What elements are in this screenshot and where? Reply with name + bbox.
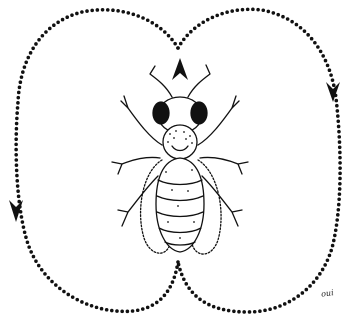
artist-signature: oui	[321, 288, 335, 299]
right-eye	[191, 102, 207, 124]
up-arrow-icon	[172, 58, 188, 80]
left-loop	[16, 10, 178, 312]
left-eye	[153, 102, 169, 124]
right-antenna	[188, 65, 210, 97]
right-loop	[178, 9, 340, 312]
bee-illustration	[112, 65, 248, 254]
left-antenna	[150, 66, 172, 97]
